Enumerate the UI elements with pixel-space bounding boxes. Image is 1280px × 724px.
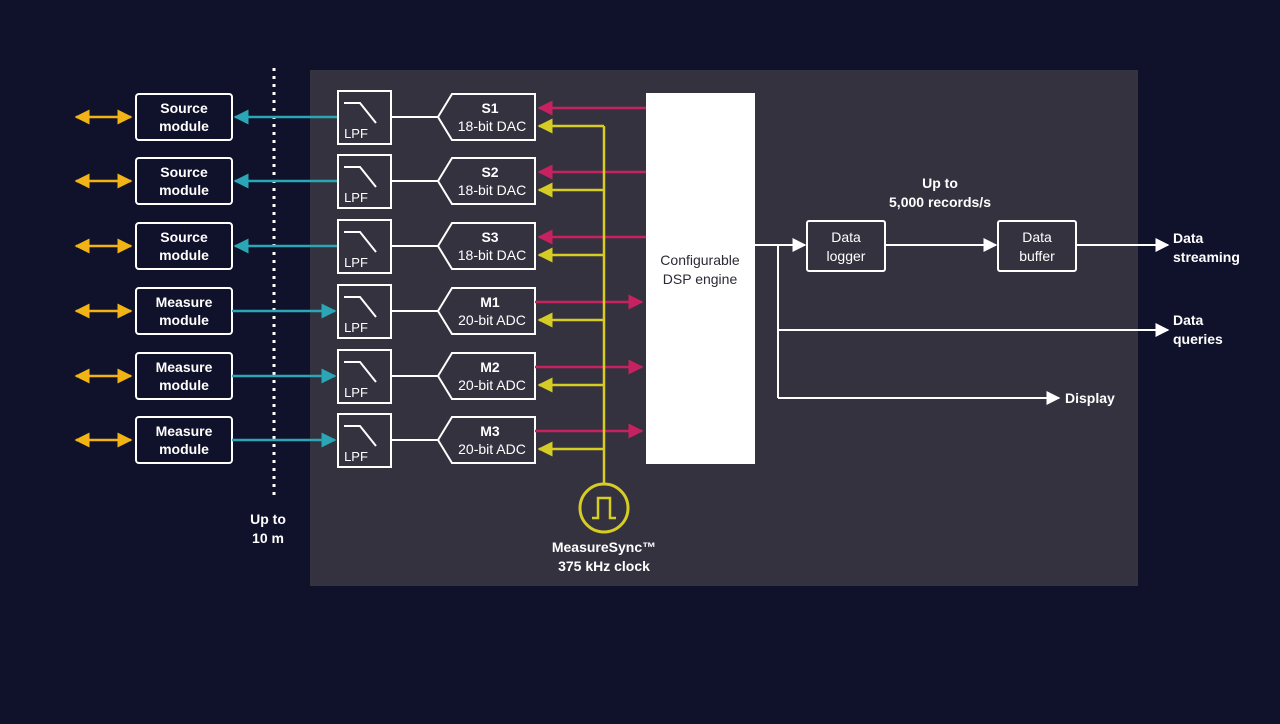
adc-block xyxy=(436,287,536,335)
source-module-block xyxy=(135,157,233,205)
converter-spec: 20-bit ADC xyxy=(458,377,526,393)
converter-name: M3 xyxy=(480,423,500,439)
module-sublabel: module xyxy=(159,182,209,198)
data-queries-label: Data xyxy=(1173,312,1204,328)
dsp-engine-block xyxy=(646,93,755,464)
module-sublabel: module xyxy=(159,441,209,457)
display-label: Display xyxy=(1065,390,1115,406)
dsp-engine-sublabel: DSP engine xyxy=(663,271,738,287)
record-rate-label: Up to xyxy=(922,175,958,191)
converter-spec: 18-bit DAC xyxy=(458,118,526,134)
clock-name: MeasureSync™ xyxy=(552,539,656,555)
module-label: Source xyxy=(160,229,208,245)
record-rate-value: 5,000 records/s xyxy=(889,194,991,210)
data-logger-sublabel: logger xyxy=(827,248,866,264)
converter-spec: 18-bit DAC xyxy=(458,247,526,263)
module-label: Measure xyxy=(156,359,213,375)
lowpass-curve-icon xyxy=(344,296,377,318)
converter-spec: 20-bit ADC xyxy=(458,441,526,457)
data-streaming-label: Data xyxy=(1173,230,1204,246)
data-queries-sublabel: queries xyxy=(1173,331,1223,347)
dac-block xyxy=(436,222,536,270)
dsp-engine-label: Configurable xyxy=(660,252,740,268)
lpf-label: LPF xyxy=(344,385,368,400)
module-sublabel: module xyxy=(159,247,209,263)
lpf-label: LPF xyxy=(344,190,368,205)
lowpass-curve-icon xyxy=(344,231,377,253)
converter-name: S1 xyxy=(481,100,498,116)
clock-icon xyxy=(578,482,630,534)
module-label: Source xyxy=(160,164,208,180)
source-module-block xyxy=(135,222,233,270)
cable-length-value: 10 m xyxy=(252,530,284,546)
lpf-label: LPF xyxy=(344,320,368,335)
converter-spec: 18-bit DAC xyxy=(458,182,526,198)
data-logger-label: Data xyxy=(831,229,861,245)
converter-spec: 20-bit ADC xyxy=(458,312,526,328)
lpf-label: LPF xyxy=(344,126,368,141)
converter-name: S2 xyxy=(481,164,498,180)
lpf-label: LPF xyxy=(344,255,368,270)
cable-length-label: Up to xyxy=(250,511,286,527)
adc-block xyxy=(436,416,536,464)
lowpass-curve-icon xyxy=(344,361,377,383)
lowpass-curve-icon xyxy=(344,425,377,447)
lowpass-curve-icon xyxy=(344,166,377,188)
converter-name: M2 xyxy=(480,359,500,375)
square-wave-icon xyxy=(592,496,616,520)
converter-name: M1 xyxy=(480,294,500,310)
dac-block xyxy=(436,93,536,141)
lowpass-curve-icon xyxy=(344,102,377,124)
adc-block xyxy=(436,352,536,400)
module-label: Measure xyxy=(156,294,213,310)
data-streaming-sublabel: streaming xyxy=(1173,249,1240,265)
clock-frequency: 375 kHz clock xyxy=(558,558,650,574)
module-label: Source xyxy=(160,100,208,116)
dac-block xyxy=(436,157,536,205)
data-buffer-sublabel: buffer xyxy=(1019,248,1055,264)
converter-name: S3 xyxy=(481,229,498,245)
module-sublabel: module xyxy=(159,312,209,328)
module-sublabel: module xyxy=(159,118,209,134)
module-label: Measure xyxy=(156,423,213,439)
lpf-label: LPF xyxy=(344,449,368,464)
data-buffer-label: Data xyxy=(1022,229,1052,245)
source-module-block xyxy=(135,93,233,141)
module-sublabel: module xyxy=(159,377,209,393)
